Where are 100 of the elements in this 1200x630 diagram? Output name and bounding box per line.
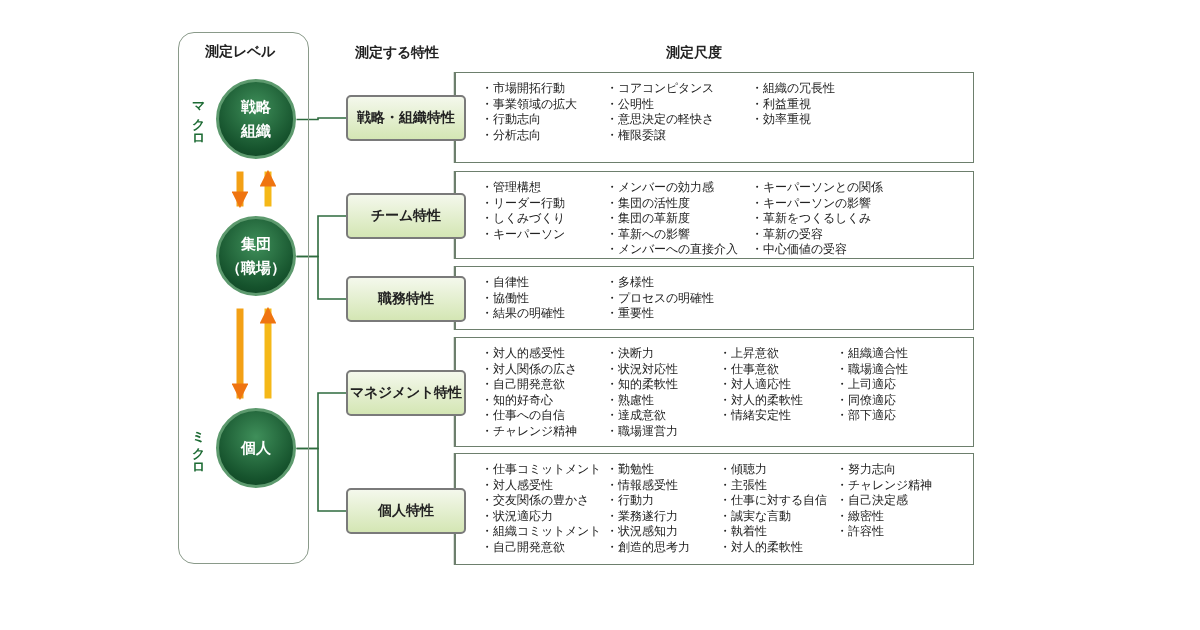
list-item: ・許容性 [836, 525, 884, 539]
list-item: ・対人適応性 [719, 378, 791, 392]
list-item: ・職場適合性 [836, 362, 908, 376]
list-item: ・集団の革新度 [606, 212, 690, 226]
level-circle: 集団（職場） [216, 216, 296, 296]
level-label: ミクロ [190, 422, 207, 470]
list-item: ・情報感受性 [606, 478, 678, 492]
arrow [259, 306, 277, 399]
column-heading: 測定する特性 [355, 44, 439, 62]
list-item: ・コアコンピタンス [606, 82, 714, 95]
list-item: ・業務遂行力 [606, 509, 678, 523]
level-circle: 戦略組織 [216, 79, 296, 159]
list-item: ・キーパーソンの影響 [751, 196, 871, 210]
list-item: ・自律性 [481, 276, 529, 289]
list-item: ・中心価値の受容 [751, 243, 847, 257]
connector-line [295, 117, 347, 121]
list-item: ・革新への影響 [606, 227, 690, 241]
list-item: ・状況感知力 [606, 525, 678, 539]
list-item: ・行動志向 [481, 113, 541, 127]
list-item: ・部下適応 [836, 409, 896, 423]
list-item: ・自己開発意欲 [481, 378, 565, 392]
list-item: ・仕事コミットメント [481, 463, 601, 476]
list-item: ・対人的柔軟性 [719, 393, 803, 407]
list-item: ・しくみづくり [481, 212, 565, 226]
trait-box: チーム特性 [346, 193, 466, 239]
list-item: ・誠実な言動 [719, 509, 791, 523]
list-item: ・効率重視 [751, 113, 811, 127]
list-item: ・同僚適応 [836, 393, 896, 407]
list-item: ・達成意欲 [606, 409, 666, 423]
list-item: ・傾聴力 [719, 463, 767, 476]
list-item: ・革新の受容 [751, 227, 823, 241]
list-item: ・状況適応力 [481, 509, 553, 523]
list-item: ・勤勉性 [606, 463, 654, 476]
list-item: ・執着性 [719, 525, 767, 539]
scale-box [455, 72, 974, 163]
list-item: ・管理構想 [481, 181, 541, 194]
list-item: ・仕事意欲 [719, 362, 779, 376]
list-item: ・キーパーソン [481, 227, 565, 241]
list-item: ・知的柔軟性 [606, 378, 678, 392]
list-item: ・対人的柔軟性 [719, 541, 803, 554]
list-item: ・革新をつくるしくみ [751, 212, 871, 226]
list-item: ・仕事への自信 [481, 409, 565, 423]
trait-box: 戦略・組織特性 [346, 95, 466, 141]
scale-box [455, 171, 974, 259]
level-circle: 個人 [216, 408, 296, 488]
list-item: ・対人感受性 [481, 478, 553, 492]
list-item: ・知的好奇心 [481, 393, 553, 407]
arrow [259, 169, 277, 207]
list-item: ・組織適合性 [836, 347, 908, 360]
list-item: ・協働性 [481, 291, 529, 305]
list-item: ・リーダー行動 [481, 196, 565, 210]
arrow [231, 171, 249, 209]
connector-line [295, 255, 347, 300]
list-item: ・努力志向 [836, 463, 896, 476]
list-item: ・対人関係の広さ [481, 362, 577, 376]
list-item: ・利益重視 [751, 97, 811, 111]
scale-box [455, 453, 974, 565]
list-item: ・上司適応 [836, 378, 896, 392]
panel-heading: 測定レベル [205, 43, 275, 61]
level-panel [178, 32, 309, 564]
arrow [231, 308, 249, 401]
list-item: ・緻密性 [836, 509, 884, 523]
list-item: ・仕事に対する自信 [719, 494, 827, 508]
column-heading: 測定尺度 [666, 44, 722, 62]
list-item: ・分析志向 [481, 128, 541, 142]
level-label: マクロ [190, 93, 207, 141]
connector-line [295, 447, 347, 512]
list-item: ・行動力 [606, 494, 654, 508]
list-item: ・上昇意欲 [719, 347, 779, 360]
list-item: ・組織の冗長性 [751, 82, 835, 95]
list-item: ・交友関係の豊かさ [481, 494, 589, 508]
list-item: ・プロセスの明確性 [606, 291, 714, 305]
list-item: ・公明性 [606, 97, 654, 111]
list-item: ・情緒安定性 [719, 409, 791, 423]
trait-box: 個人特性 [346, 488, 466, 534]
list-item: ・権限委譲 [606, 128, 666, 142]
list-item: ・対人的感受性 [481, 347, 565, 360]
list-item: ・メンバーの効力感 [606, 181, 714, 194]
list-item: ・集団の活性度 [606, 196, 690, 210]
scale-box [455, 266, 974, 330]
list-item: ・組織コミットメント [481, 525, 601, 539]
list-item: ・創造的思考力 [606, 541, 690, 554]
trait-box: 職務特性 [346, 276, 466, 322]
list-item: ・自己開発意欲 [481, 541, 565, 554]
list-item: ・職場運営力 [606, 425, 678, 438]
list-item: ・チャレンジ精神 [836, 478, 932, 492]
list-item: ・重要性 [606, 307, 654, 321]
list-item: ・結果の明確性 [481, 307, 565, 321]
list-item: ・主張性 [719, 478, 767, 492]
list-item: ・決断力 [606, 347, 654, 360]
list-item: ・市場開拓行動 [481, 82, 565, 95]
list-item: ・熟慮性 [606, 393, 654, 407]
trait-box: マネジメント特性 [346, 370, 466, 416]
list-item: ・自己決定感 [836, 494, 908, 508]
list-item: ・事業領域の拡大 [481, 97, 577, 111]
list-item: ・チャレンジ精神 [481, 425, 577, 438]
list-item: ・状況対応性 [606, 362, 678, 376]
list-item: ・キーパーソンとの関係 [751, 181, 883, 194]
list-item: ・メンバーへの直接介入 [606, 243, 738, 257]
list-item: ・意思決定の軽快さ [606, 113, 714, 127]
